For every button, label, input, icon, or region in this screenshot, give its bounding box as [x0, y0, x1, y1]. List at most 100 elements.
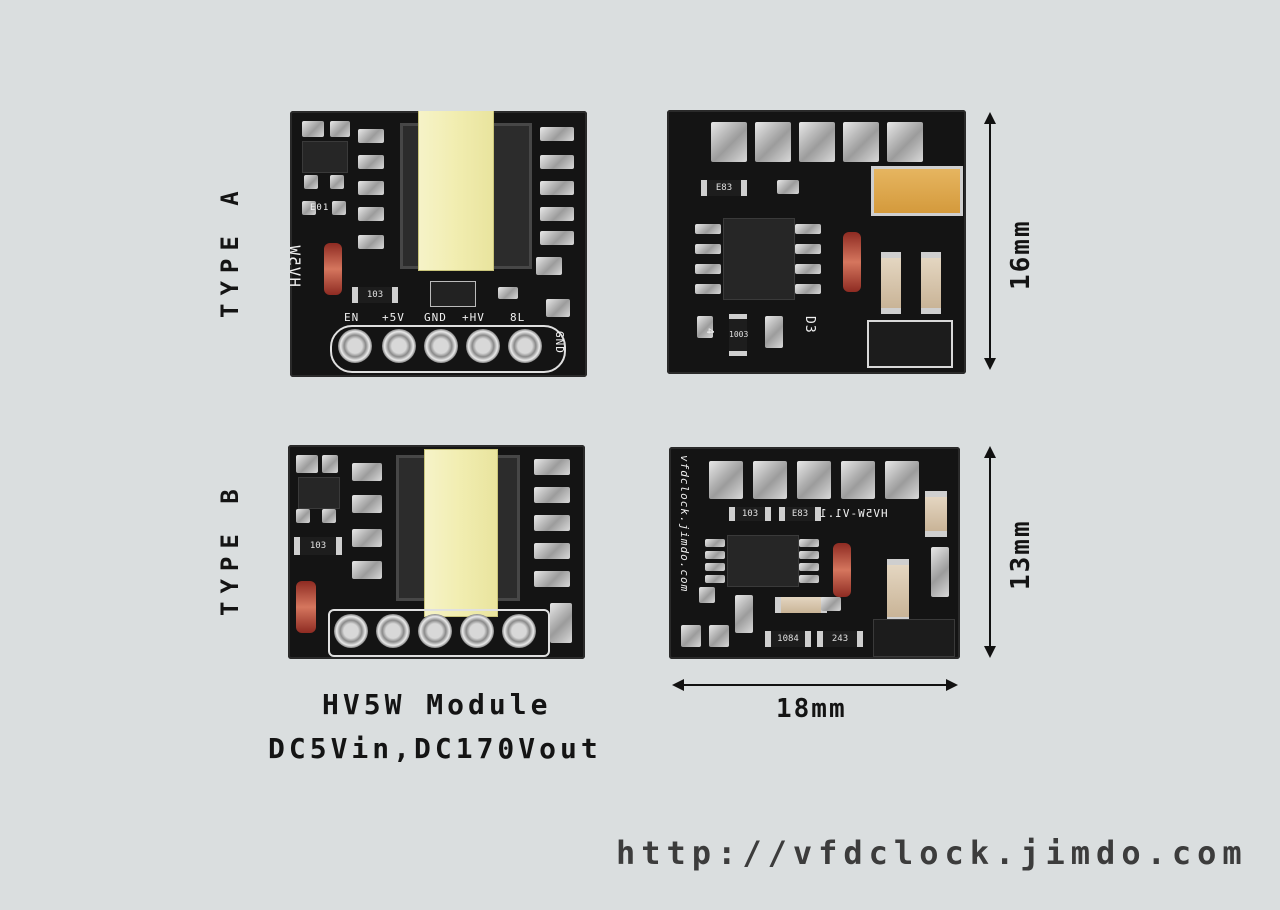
- ic-pin: [705, 563, 725, 571]
- pin-label-hv: +HV: [462, 311, 485, 324]
- dim-16-arrow-bottom: [984, 358, 996, 370]
- pad: [352, 463, 382, 481]
- resistor-1084: 1084: [765, 631, 811, 647]
- pad: [540, 155, 574, 169]
- ic-pin: [795, 244, 821, 254]
- pin-label-8l: 8L: [510, 311, 526, 324]
- ceramic-capacitor: [887, 559, 909, 623]
- ic-pin: [705, 539, 725, 547]
- ic-pin: [705, 575, 725, 583]
- silk-model-hv5w: HV5W: [290, 244, 304, 287]
- pin-header-outline: [330, 325, 566, 373]
- pad: [358, 235, 384, 249]
- ceramic-capacitor: [881, 252, 901, 314]
- pad: [540, 207, 574, 221]
- output-diode-smd: [867, 320, 953, 368]
- header-pad: [711, 122, 747, 162]
- ic-pin: [799, 539, 819, 547]
- pin-header-outline: [328, 609, 550, 657]
- controller-ic: [727, 535, 799, 587]
- pad: [931, 547, 949, 597]
- transistor-chip: [298, 477, 340, 509]
- pad: [534, 459, 570, 475]
- pad: [358, 207, 384, 221]
- zener-diode: [296, 581, 316, 633]
- ic-pin: [705, 551, 725, 559]
- ceramic-capacitor: [925, 491, 947, 537]
- silk-model: HV5W-V1.1: [819, 507, 888, 520]
- rectifier-diode: [843, 232, 861, 292]
- silk-ref-4: 4: [704, 328, 715, 336]
- header-pad: [841, 461, 875, 499]
- header-pad: [885, 461, 919, 499]
- resistor-e83: E83: [779, 507, 821, 521]
- pin-gnd: [424, 329, 458, 363]
- pad: [540, 181, 574, 195]
- type-a-top-board: E01 HV5W 103 EN +5V GND +HV 8L GND: [290, 111, 587, 377]
- caption-title: HV5W Module: [322, 688, 552, 721]
- type-a-bottom-board: E83 1003 D3 4: [667, 110, 966, 374]
- pad: [546, 299, 570, 317]
- dim-18-label: 18mm: [776, 694, 847, 724]
- pad: [765, 316, 783, 348]
- pad: [735, 595, 753, 633]
- pad: [296, 455, 318, 473]
- silk-url: vfdclock.jimdo.com: [678, 455, 691, 593]
- pin-2: [376, 614, 410, 648]
- caption-spec: DC5Vin,DC170Vout: [268, 732, 602, 765]
- header-pad: [709, 461, 743, 499]
- silk-res-243: 243: [831, 634, 849, 644]
- header-pad: [797, 461, 831, 499]
- header-pad: [799, 122, 835, 162]
- tantalum-capacitor: [871, 166, 963, 216]
- ic-pin: [799, 563, 819, 571]
- dim-16-arrow-top: [984, 112, 996, 124]
- pad: [536, 257, 562, 275]
- pad: [322, 509, 336, 523]
- silk-res-1003: 1003: [729, 330, 749, 339]
- transformer-bobbin: [418, 111, 494, 271]
- pad: [330, 121, 350, 137]
- resistor-e83: E83: [701, 180, 747, 196]
- dim-13-line: [989, 456, 991, 648]
- pad: [681, 625, 701, 647]
- controller-ic: [723, 218, 795, 300]
- pin-5v: [382, 329, 416, 363]
- ic-pin: [795, 284, 821, 294]
- pad: [697, 316, 713, 338]
- resistor-243: 243: [817, 631, 863, 647]
- pad: [821, 597, 841, 611]
- pad: [534, 571, 570, 587]
- pad: [699, 587, 715, 603]
- pad: [352, 529, 382, 547]
- resistor-1003: 1003: [729, 314, 749, 356]
- transistor-chip: [302, 141, 348, 173]
- ic-pin: [795, 264, 821, 274]
- website-url[interactable]: http://vfdclock.jimdo.com: [616, 834, 1248, 872]
- pad: [322, 455, 338, 473]
- dim-18-arrow-left: [672, 679, 684, 691]
- silk-res-e83: E83: [715, 183, 733, 193]
- header-pad: [753, 461, 787, 499]
- silk-ref-e01: E01: [310, 203, 330, 213]
- pin-label-5v: +5V: [382, 311, 405, 324]
- type-b-top-board: 103: [288, 445, 585, 659]
- pad: [709, 625, 729, 647]
- pad: [332, 201, 346, 215]
- dim-18-line: [682, 684, 948, 686]
- zener-diode: [324, 243, 342, 295]
- silk-side-gnd: GND: [553, 331, 566, 354]
- resistor-103: 103: [294, 537, 342, 555]
- ic-pin: [695, 264, 721, 274]
- header-pad: [755, 122, 791, 162]
- type-a-label: TYPE A: [216, 183, 244, 318]
- pad: [358, 155, 384, 169]
- dim-18-arrow-right: [946, 679, 958, 691]
- pad: [302, 121, 324, 137]
- ic-pin: [695, 284, 721, 294]
- pad: [352, 561, 382, 579]
- header-pad: [843, 122, 879, 162]
- silk-res-e83: E83: [791, 509, 809, 519]
- output-diode-smd: [873, 619, 955, 657]
- pad: [534, 487, 570, 503]
